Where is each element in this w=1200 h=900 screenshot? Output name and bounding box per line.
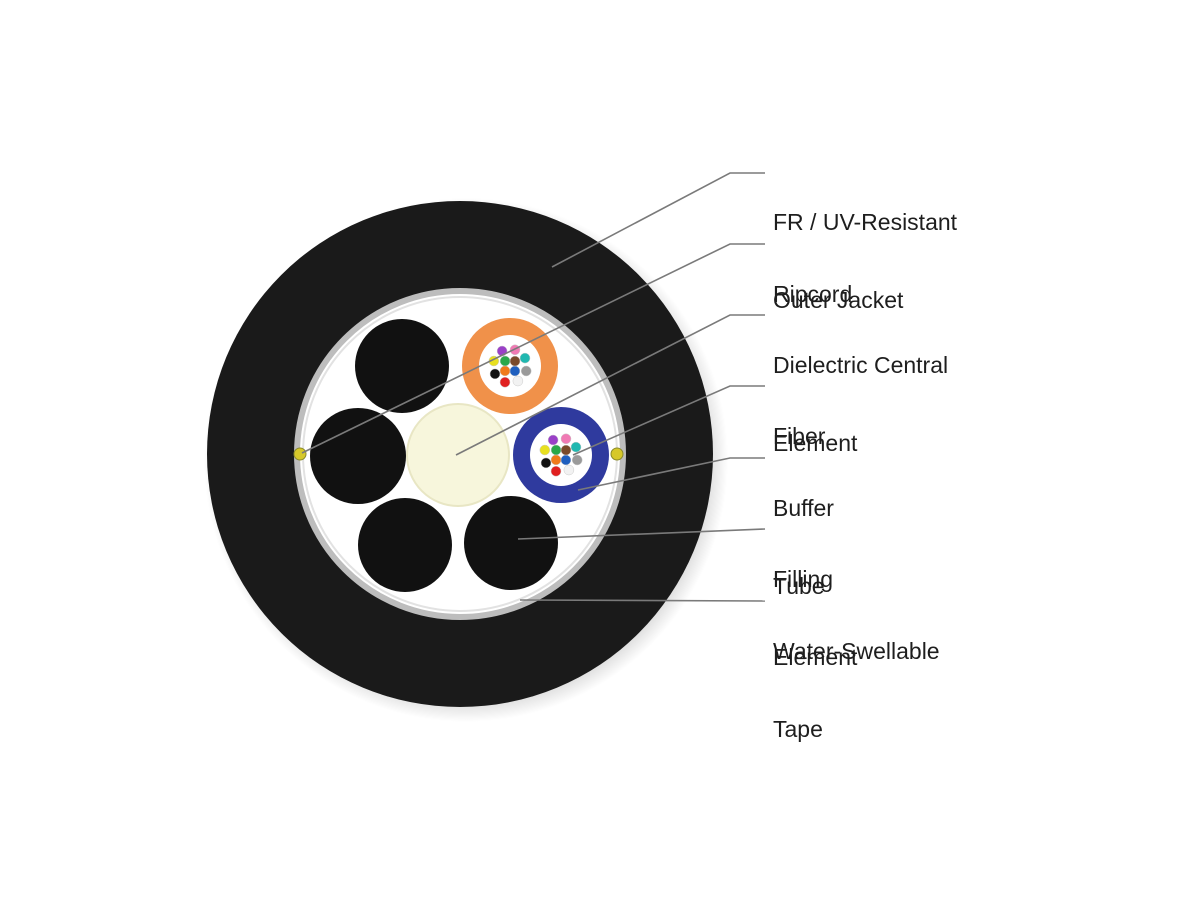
fiber — [540, 457, 552, 469]
filling-element-bottom-left — [358, 498, 452, 592]
filling-element-left — [310, 408, 406, 504]
label-central-element: Dielectric Central Element — [773, 300, 948, 508]
fiber — [571, 454, 583, 466]
fiber — [509, 365, 521, 377]
label-central-element-line1: Dielectric Central — [773, 352, 949, 378]
leader-line-ripcord — [301, 243, 765, 454]
label-water-swellable-tape-line1: Water-Swellable — [773, 638, 940, 664]
dielectric-central-element — [406, 403, 510, 507]
fiber — [550, 454, 562, 466]
filling-element-top-left — [355, 319, 449, 413]
filling-element-bottom-right — [464, 496, 558, 590]
label-buffer-tube-line2: Tube — [773, 573, 825, 599]
fiber — [509, 355, 521, 367]
ripcord-left — [293, 447, 307, 461]
buffer-tube-blue-core — [530, 424, 592, 486]
label-ripcord: Ripcord — [773, 229, 852, 359]
fiber — [560, 454, 572, 466]
leader-line-filling — [517, 528, 766, 540]
leader-line-fiber — [572, 385, 765, 456]
label-ripcord-line1: Ripcord — [773, 281, 853, 307]
leader-line-buffer — [577, 457, 765, 491]
label-outer-jacket-line2: Outer Jacket — [773, 287, 904, 313]
label-outer-jacket: FR / UV-Resistant Outer Jacket — [773, 157, 957, 365]
fiber — [499, 365, 511, 377]
label-central-element-line2: Element — [773, 430, 858, 456]
fiber — [550, 444, 562, 456]
label-water-swellable-tape: Water-Swellable Tape — [773, 586, 940, 794]
label-filling-element-line1: Filling — [773, 566, 834, 592]
fiber — [560, 444, 572, 456]
fiber — [499, 376, 511, 388]
fiber — [560, 433, 572, 445]
buffer-tube-orange-core — [479, 335, 541, 397]
label-fiber: Fiber — [773, 371, 825, 501]
label-buffer-tube-line1: Buffer — [773, 495, 834, 521]
fiber — [539, 444, 551, 456]
label-water-swellable-tape-line2: Tape — [773, 716, 823, 742]
label-filling-element: Filling Element — [773, 514, 857, 722]
label-buffer-tube: Buffer Tube — [773, 443, 834, 651]
fiber — [519, 352, 531, 364]
label-outer-jacket-line1: FR / UV-Resistant — [773, 209, 958, 235]
ripcord-right — [610, 447, 624, 461]
fiber — [520, 365, 532, 377]
fiber — [512, 375, 524, 387]
label-filling-element-line2: Element — [773, 644, 858, 670]
leader-line-jacket — [551, 172, 765, 268]
label-fiber-line1: Fiber — [773, 423, 826, 449]
fiber — [570, 441, 582, 453]
fiber — [550, 465, 562, 477]
fiber — [499, 355, 511, 367]
leader-line-tape — [519, 599, 766, 602]
fiber — [563, 464, 575, 476]
fiber — [489, 368, 501, 380]
leader-line-central — [455, 314, 765, 456]
fiber-bundle-blue — [539, 433, 583, 477]
fiber — [547, 434, 559, 446]
